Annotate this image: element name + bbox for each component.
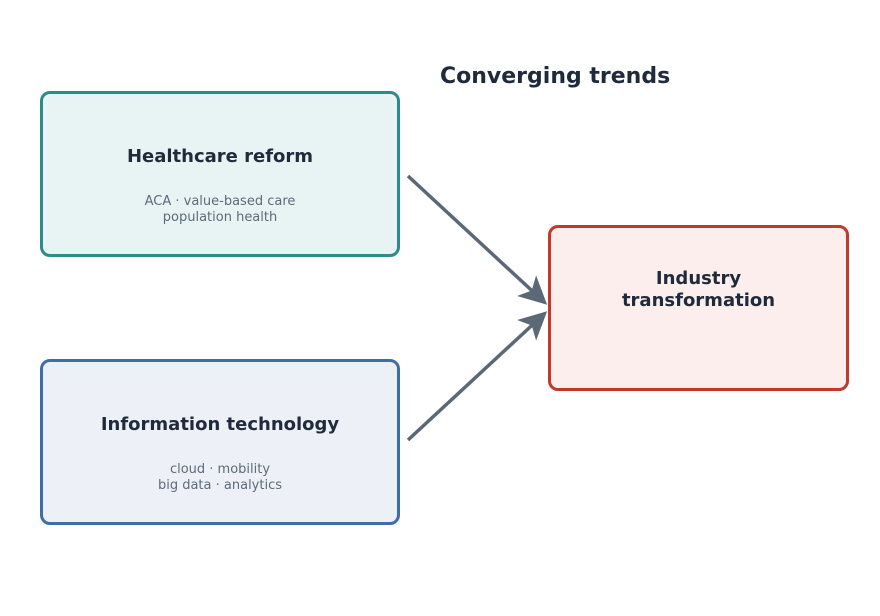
information-technology-sub-line-1: cloud · mobility: [169, 462, 271, 477]
industry-transformation-title-line-1: Industry: [655, 268, 742, 289]
industry-transformation-title: Industry transformation: [551, 268, 846, 312]
information-technology-subtitle: cloud · mobility big data · analytics: [43, 462, 397, 494]
arrow-healthcare-to-industry: [406, 174, 548, 305]
arrow-it-to-industry: [406, 311, 548, 442]
industry-transformation-node: Industry transformation: [548, 225, 849, 391]
industry-transformation-title-line-2: transformation: [621, 290, 776, 311]
healthcare-reform-title: Healthcare reform: [126, 146, 314, 167]
healthcare-reform-sub-line-2: population health: [162, 210, 278, 225]
information-technology-title: Information technology: [100, 414, 340, 435]
information-technology-sub-line-2: big data · analytics: [157, 478, 283, 493]
healthcare-reform-sub-line-1: ACA · value-based care: [144, 194, 296, 209]
information-technology-node: Information technology cloud · mobility …: [40, 359, 400, 525]
diagram-title: Converging trends: [440, 64, 671, 89]
healthcare-reform-node: Healthcare reform ACA · value-based care…: [40, 91, 400, 257]
healthcare-reform-subtitle: ACA · value-based care population health: [43, 194, 397, 226]
